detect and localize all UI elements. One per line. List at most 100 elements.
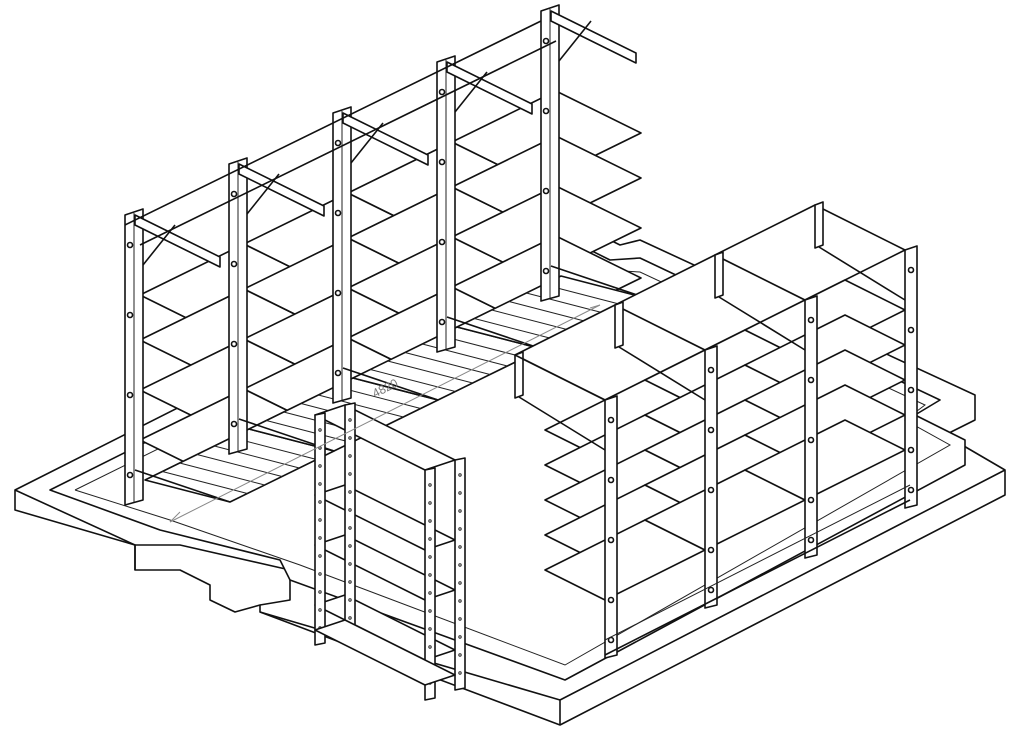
dimension-arrow — [169, 511, 181, 523]
bolt — [907, 326, 915, 334]
tray-bar — [370, 369, 456, 392]
bolt — [542, 267, 550, 275]
mid-base — [314, 619, 456, 686]
bolt — [126, 471, 134, 479]
mid-upright — [314, 412, 326, 646]
hole — [428, 609, 432, 613]
hole — [348, 598, 352, 602]
rear-post — [814, 201, 824, 249]
brace — [350, 122, 384, 164]
hole — [318, 554, 322, 558]
hole — [428, 573, 432, 577]
brace — [518, 396, 606, 451]
left-cantilever-rack — [124, 4, 647, 506]
bolt — [542, 37, 550, 45]
mid-upright — [344, 402, 356, 636]
bolt — [707, 586, 715, 594]
hole — [428, 555, 432, 559]
base-rail — [604, 484, 911, 641]
bolt — [438, 88, 446, 96]
hole — [348, 562, 352, 566]
tray-bar — [266, 420, 352, 443]
hole — [318, 536, 322, 540]
bolt — [607, 476, 615, 484]
front-upright — [904, 245, 918, 509]
rear-post — [514, 351, 524, 399]
hole — [458, 581, 462, 585]
hole — [318, 608, 322, 612]
hole — [318, 428, 322, 432]
tray-bar — [474, 318, 560, 341]
bolt — [126, 311, 134, 319]
hole — [458, 653, 462, 657]
tray-bar — [387, 360, 473, 384]
bolt — [230, 340, 238, 348]
hole — [458, 671, 462, 675]
top-arm — [134, 214, 221, 268]
rear-post — [714, 251, 724, 299]
rear-post — [614, 301, 624, 349]
bolt — [807, 436, 815, 444]
brace — [142, 224, 176, 266]
hole — [318, 572, 322, 576]
bolt — [807, 316, 815, 324]
right-shelving-block — [514, 201, 918, 659]
foot-arm — [134, 469, 231, 503]
top-arm — [238, 163, 325, 217]
hole — [458, 509, 462, 513]
hole — [458, 473, 462, 477]
brace — [818, 246, 906, 301]
hole — [318, 464, 322, 468]
hole — [318, 590, 322, 594]
top-arm — [550, 10, 637, 64]
hole — [428, 627, 432, 631]
hole — [458, 635, 462, 639]
bolt — [707, 366, 715, 374]
bolt — [334, 369, 342, 377]
front-upright — [704, 345, 718, 609]
hole — [428, 501, 432, 505]
bolt — [607, 416, 615, 424]
bolt — [607, 536, 615, 544]
hole — [318, 518, 322, 522]
top-beam — [139, 40, 557, 246]
bolt — [438, 158, 446, 166]
front-upright — [804, 295, 818, 559]
hole — [318, 500, 322, 504]
top-beam — [124, 20, 542, 226]
dimension-line — [169, 304, 601, 523]
hole — [458, 563, 462, 567]
bolt — [542, 187, 550, 195]
bolt — [334, 289, 342, 297]
hole — [458, 617, 462, 621]
hole — [428, 519, 432, 523]
hole — [348, 616, 352, 620]
bolt — [907, 486, 915, 494]
top-edge — [514, 354, 606, 401]
hole — [458, 527, 462, 531]
hole — [348, 544, 352, 548]
mid-upright — [424, 467, 436, 701]
dimension-arrow — [589, 304, 601, 309]
bolt — [438, 238, 446, 246]
hole — [348, 418, 352, 422]
brace — [246, 173, 280, 215]
tray-bar — [404, 352, 491, 375]
shelf — [744, 349, 906, 431]
hole — [318, 482, 322, 486]
bolt — [807, 496, 815, 504]
bolt — [607, 596, 615, 604]
hole — [458, 599, 462, 603]
tray-bar — [491, 309, 577, 333]
bolt — [126, 391, 134, 399]
hole — [348, 454, 352, 458]
bolt — [807, 376, 815, 384]
shelf — [744, 419, 906, 501]
bolt — [334, 139, 342, 147]
bolt — [707, 426, 715, 434]
front-upright — [604, 395, 618, 659]
hole — [458, 545, 462, 549]
middle-shelf-unit — [314, 402, 466, 701]
shelf — [744, 314, 906, 396]
brace — [558, 20, 592, 62]
